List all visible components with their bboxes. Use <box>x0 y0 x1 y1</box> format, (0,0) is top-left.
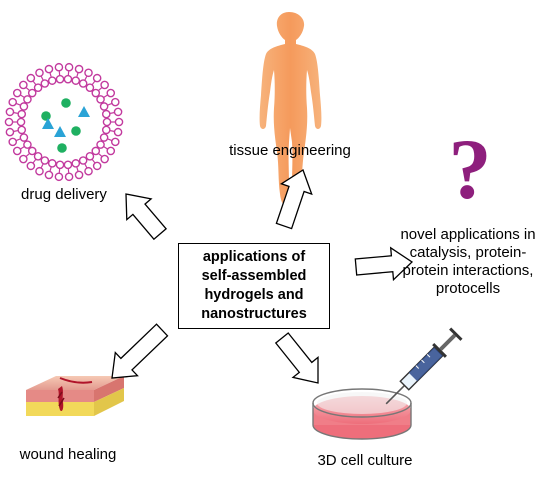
arrow-to-wound-healing <box>111 323 169 379</box>
cell-culture-label: 3D cell culture <box>317 452 413 469</box>
novel-line-3: protein interactions, <box>402 262 534 279</box>
liposome-icon <box>4 62 124 182</box>
human-body-icon <box>259 12 322 206</box>
center-line-4: nanostructures <box>201 306 307 322</box>
petri-dish-syringe-icon <box>312 327 463 440</box>
novel-line-1: novel applications in <box>400 226 536 243</box>
arrow-to-drug-delivery <box>125 193 168 241</box>
center-line-3: hydrogels and <box>204 287 304 303</box>
arrow-to-novel-applications <box>354 246 414 282</box>
drug-delivery-label: drug delivery <box>21 186 107 203</box>
novel-line-4: protocells <box>435 280 501 297</box>
central-topic-box: applications of self-assembled hydrogels… <box>178 243 330 329</box>
skin-wound-icon <box>26 376 124 416</box>
novel-applications-label: novel applications in catalysis, protein… <box>388 226 548 298</box>
center-line-2: self-assembled <box>201 268 307 284</box>
question-mark-icon: ? <box>449 121 492 217</box>
center-line-1: applications of <box>202 249 306 265</box>
tissue-engineering-label: tissue engineering <box>229 142 351 159</box>
arrow-to-tissue-engineering <box>275 169 313 230</box>
novel-line-2: catalysis, protein- <box>409 244 527 261</box>
svg-text:?: ? <box>449 121 492 217</box>
arrow-to-3d-cell-culture <box>274 332 319 384</box>
wound-healing-label: wound healing <box>19 446 117 463</box>
